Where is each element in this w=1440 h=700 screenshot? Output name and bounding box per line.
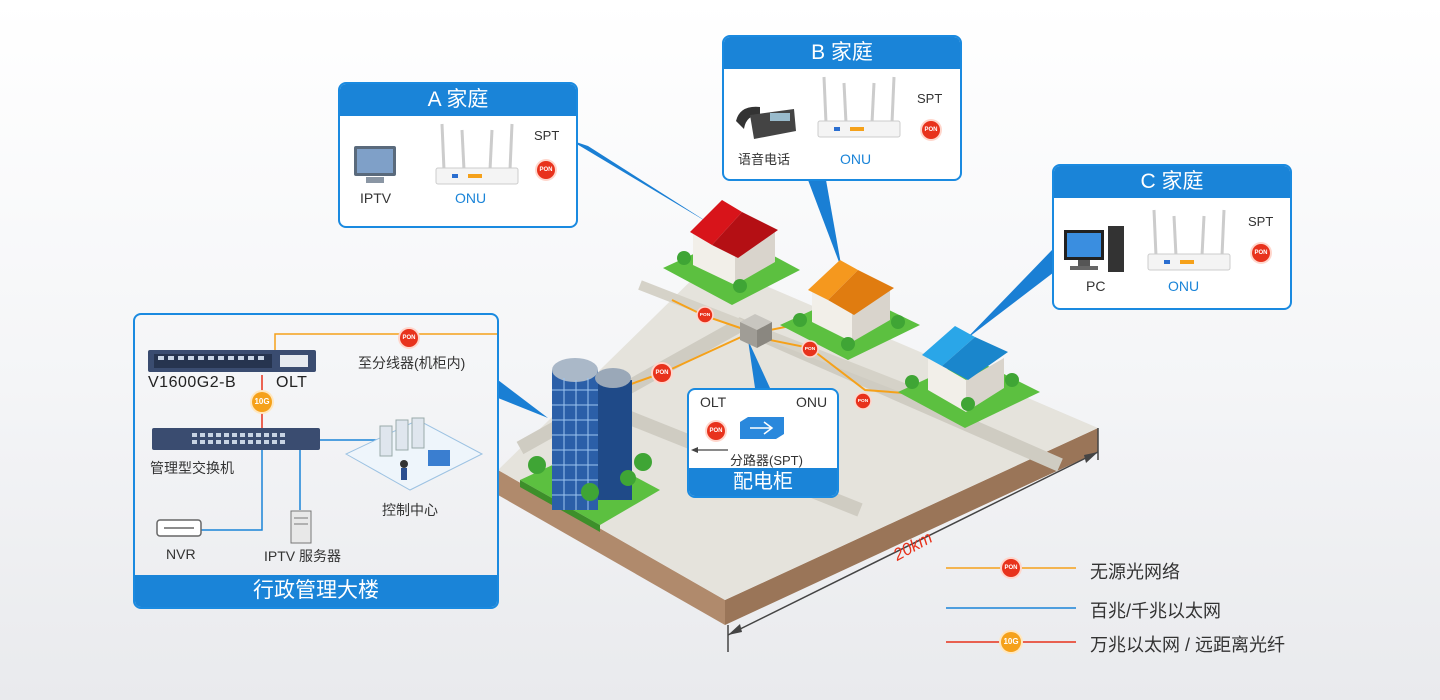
office-tower [520, 358, 660, 532]
street-cabinet [740, 314, 772, 348]
home-a-device-label: IPTV [360, 190, 392, 206]
house-a [663, 200, 800, 305]
house-c [898, 326, 1040, 428]
admin-pon-badge: PON [400, 329, 418, 347]
olt-device-icon [148, 350, 316, 372]
control-center-icon [344, 417, 484, 491]
legend-pon-badge: PON [1002, 559, 1020, 577]
legend-label-ethernet: 百兆/千兆以太网 [1090, 601, 1222, 621]
olt-label: OLT [276, 374, 308, 391]
control-center-label: 控制中心 [382, 502, 438, 518]
home-b-title: B 家庭 [724, 37, 960, 69]
distance-dimension [727, 428, 1099, 652]
home-c-title: C 家庭 [1054, 166, 1290, 198]
legend-label-pon: 无源光网络 [1090, 562, 1180, 582]
legend-10g-badge: 10G [1001, 632, 1021, 652]
home-c-panel: C 家庭 PC ONU SPT PON [1052, 164, 1292, 310]
map-pon-badge-3: PON [802, 341, 818, 357]
to-splitter-label: 至分线器(机柜内) [358, 355, 466, 371]
home-c-pon-badge: PON [1252, 244, 1270, 262]
switch-device-icon [152, 428, 320, 450]
uplink-10g-badge: 10G [252, 392, 272, 412]
home-b-panel: B 家庭 语音电话 ONU SPT PON [722, 35, 962, 181]
home-c-onu-label: ONU [1168, 278, 1200, 294]
arrow-left-icon [691, 447, 728, 453]
cabinet-pon-badge: PON [707, 422, 725, 440]
nvr-icon [156, 519, 202, 537]
home-b-spt-label: SPT [917, 91, 943, 106]
cabinet-olt-label: OLT [700, 394, 727, 410]
phone-icon [736, 106, 796, 139]
cabinet-title: 配电柜 [689, 468, 837, 496]
splitter-icon [740, 417, 784, 439]
admin-wiring [200, 333, 498, 531]
olt-model-label: V1600G2-B [148, 374, 237, 391]
cabinet-panel: 配电柜 [687, 388, 839, 498]
home-b-device-label: 语音电话 [738, 152, 791, 167]
onu-router-icon [817, 76, 901, 138]
home-a-spt-label: SPT [534, 128, 560, 143]
nvr-label: NVR [166, 546, 196, 562]
map-pon-badge-1: PON [653, 364, 671, 382]
switch-label: 管理型交换机 [150, 460, 234, 476]
iptv-server-icon [290, 510, 312, 544]
home-c-device-label: PC [1086, 278, 1106, 294]
home-b-onu-label: ONU [840, 151, 872, 167]
home-a-panel: A 家庭 IPTV ONU SPT PON [338, 82, 578, 228]
map-pon-badge-2: PON [697, 307, 713, 323]
legend-label-10g: 万兆以太网 / 远距离光纤 [1090, 635, 1286, 655]
iptv-server-label: IPTV 服务器 [264, 548, 342, 564]
onu-router-icon [1147, 209, 1231, 271]
splitter-label: 分路器(SPT) [730, 453, 803, 468]
home-a-onu-label: ONU [455, 190, 487, 206]
onu-router-icon [435, 123, 519, 185]
home-a-pon-badge: PON [537, 161, 555, 179]
map-pon-badge-4: PON [855, 393, 871, 409]
legend-lines [946, 567, 1076, 643]
home-b-pon-badge: PON [922, 121, 940, 139]
callout-pointers [498, 140, 1062, 418]
home-a-title: A 家庭 [340, 84, 576, 116]
home-c-spt-label: SPT [1248, 214, 1274, 229]
cabinet-onu-label: ONU [796, 394, 828, 410]
admin-building-title: 行政管理大楼 [135, 575, 497, 607]
pc-icon [1064, 226, 1124, 272]
iptv-icon [354, 146, 396, 183]
admin-building-panel: 行政管理大楼 [133, 313, 499, 609]
